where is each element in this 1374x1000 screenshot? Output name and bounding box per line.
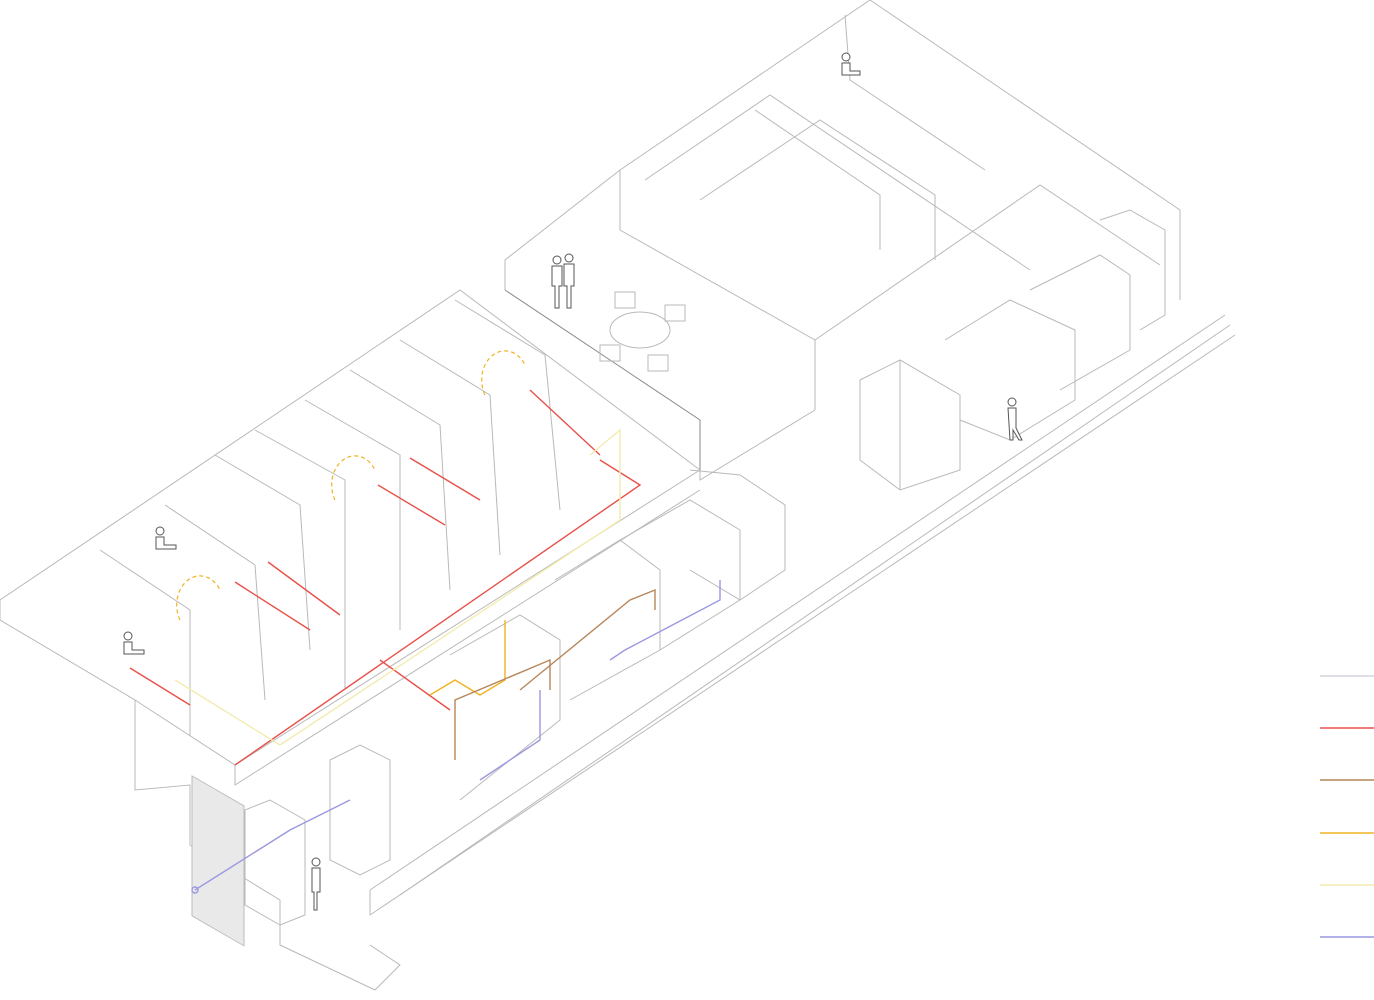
human-figures	[123, 52, 1023, 911]
brown-route	[519, 588, 656, 691]
person-figure	[563, 253, 575, 309]
routes	[129, 350, 721, 894]
building-walls	[0, 0, 1236, 991]
table-with-chairs	[599, 291, 686, 372]
red-arrow	[129, 667, 191, 706]
person-figure	[311, 857, 321, 911]
blue-node	[191, 886, 199, 894]
legend	[1320, 675, 1374, 938]
orange-arc	[481, 350, 526, 396]
brown-route	[454, 658, 551, 760]
blue-route	[609, 580, 721, 661]
person-figure	[551, 255, 563, 309]
red-arrow	[234, 581, 311, 631]
seated-person-figure	[155, 526, 177, 550]
seated-person-figure	[841, 52, 861, 76]
red-arrow	[529, 389, 601, 456]
orange-route	[429, 620, 506, 696]
perforated-panel	[191, 775, 245, 947]
blue-route	[194, 799, 351, 891]
orange-arc	[176, 575, 221, 621]
red-branch	[379, 659, 451, 711]
blue-route	[479, 690, 541, 781]
red-arrow	[409, 457, 481, 501]
red-arrow	[377, 484, 446, 526]
seated-person-figure	[123, 631, 145, 655]
orange-arc	[331, 455, 376, 501]
red-arrow	[267, 561, 341, 616]
yellow-route	[174, 428, 621, 746]
red-main-route	[234, 459, 642, 766]
person-figure	[1007, 397, 1023, 441]
